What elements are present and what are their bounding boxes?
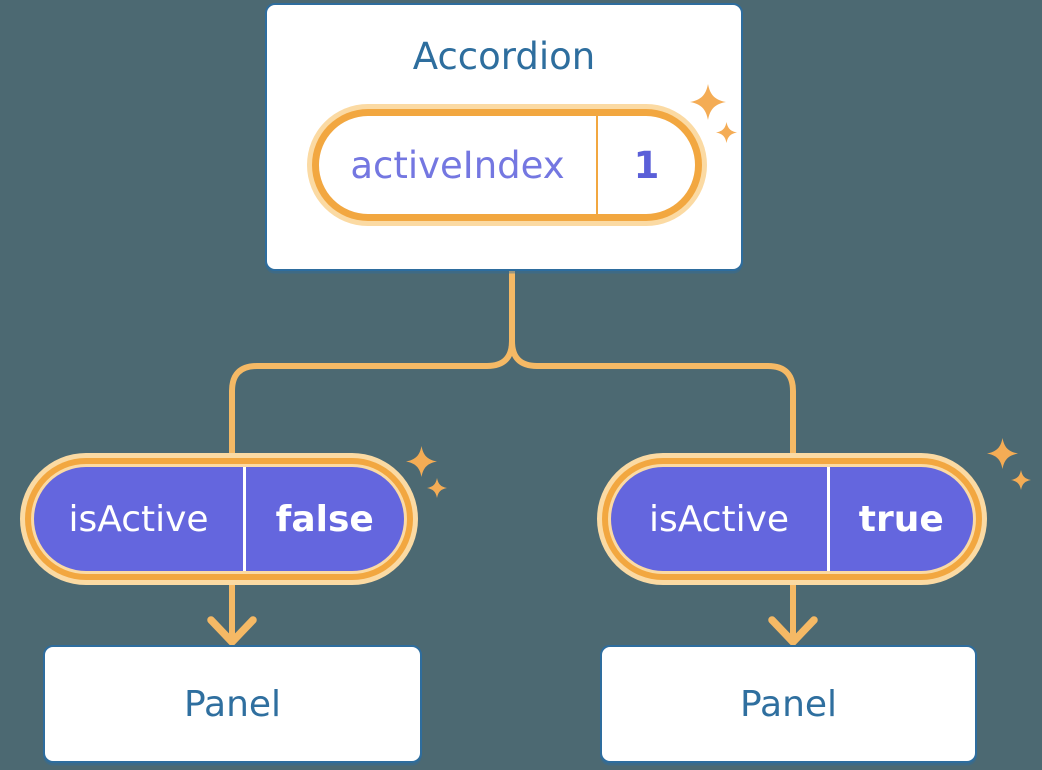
- prop-pill-left-ring: isActive false: [25, 458, 413, 580]
- sparkle-icon: [987, 438, 1018, 469]
- state-pill-body: activeIndex 1: [319, 116, 695, 214]
- prop-pill-left: isActive false: [20, 453, 418, 585]
- panel-card-right: Panel: [600, 645, 977, 763]
- prop-pill-right-inner-glow: isActive true: [608, 464, 976, 574]
- state-pill-divider: [596, 116, 598, 214]
- arrowhead-left-icon: [207, 616, 257, 646]
- sparkle-icon: [1011, 470, 1031, 490]
- panel-card-left: Panel: [43, 645, 422, 763]
- panel-right-title: Panel: [739, 683, 838, 725]
- prop-pill-right-value: true: [858, 498, 944, 540]
- sparkle-icon: [716, 122, 737, 143]
- prop-pill-left-name: isActive: [68, 498, 209, 540]
- sparkle-icon: [427, 478, 447, 498]
- state-pill: activeIndex 1: [307, 104, 707, 226]
- prop-pill-right-name: isActive: [648, 498, 790, 540]
- prop-pill-left-divider: [243, 467, 246, 571]
- sparkle-icon: [690, 84, 726, 120]
- prop-pill-left-value: false: [275, 498, 374, 540]
- prop-pill-right-ring: isActive true: [602, 458, 982, 580]
- state-pill-name: activeIndex: [350, 143, 565, 187]
- panel-left-title: Panel: [183, 683, 282, 725]
- sparkle-icon: [406, 446, 437, 477]
- prop-pill-right-body: isActive true: [611, 467, 973, 571]
- arrowhead-right-icon: [768, 616, 818, 646]
- connector-right-branch: [509, 265, 796, 641]
- prop-pill-right: isActive true: [597, 453, 987, 585]
- prop-pill-left-body: isActive false: [34, 467, 404, 571]
- state-pill-value: 1: [633, 143, 660, 187]
- prop-pill-left-inner-glow: isActive false: [31, 464, 407, 574]
- prop-pill-right-divider: [827, 467, 830, 571]
- accordion-title: Accordion: [412, 35, 596, 78]
- state-pill-ring: activeIndex 1: [312, 109, 702, 221]
